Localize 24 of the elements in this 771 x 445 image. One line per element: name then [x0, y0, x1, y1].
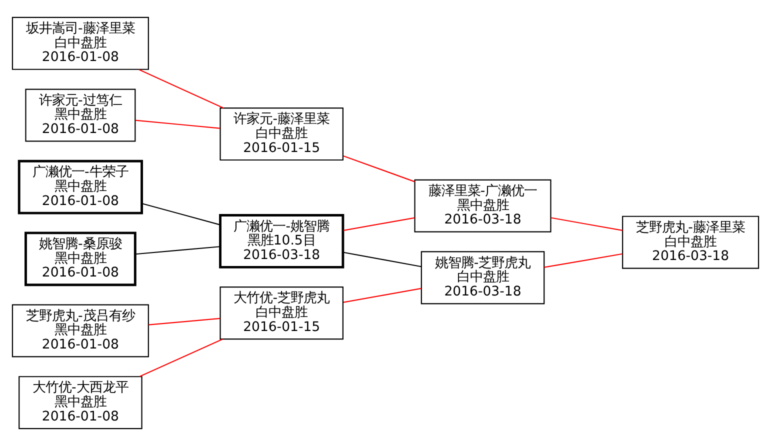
node-box: 芝野虎丸-茂吕有纱 黑中盘胜 2016-01-08: [12, 304, 149, 357]
node-box: 广濑优一-牛荣子 黑中盘胜 2016-01-08: [18, 159, 143, 214]
node-box: 坂井嵩司-藤泽里菜 白中盘胜 2016-01-08: [12, 16, 149, 70]
node-box: 广濑优一-姚智腾 黑胜10.5目 2016-03-18: [219, 214, 344, 268]
node-box: 姚智腾-芝野虎丸 白中盘胜 2016-03-18: [420, 250, 545, 304]
node-box: 大竹优-大西龙平 黑中盘胜 2016-01-08: [18, 376, 142, 429]
connector: [139, 338, 223, 376]
connector: [343, 154, 415, 182]
connector: [343, 287, 422, 302]
connector: [343, 216, 415, 230]
node-box: 芝野虎丸-藤泽里菜 白中盘胜 2016-03-18: [622, 215, 760, 268]
connector: [550, 216, 623, 230]
connector: [142, 202, 220, 225]
node-box: 姚智腾-桑原骏 黑中盘胜 2016-01-08: [24, 231, 136, 286]
node-box: 大竹优-芝野虎丸 白中盘胜 2016-01-15: [220, 286, 344, 340]
connector: [148, 317, 220, 325]
node-box: 藤泽里菜-广濑优一 黑中盘胜 2016-03-18: [414, 178, 552, 232]
connector: [135, 119, 220, 128]
node-box: 许家元-藤泽里菜 白中盘胜 2016-01-15: [220, 107, 344, 160]
connector: [544, 252, 622, 268]
connector: [138, 68, 224, 108]
connector: [343, 251, 422, 267]
node-box: 许家元-过笃仁 黑中盘胜 2016-01-08: [25, 88, 136, 142]
connector: [135, 246, 220, 254]
